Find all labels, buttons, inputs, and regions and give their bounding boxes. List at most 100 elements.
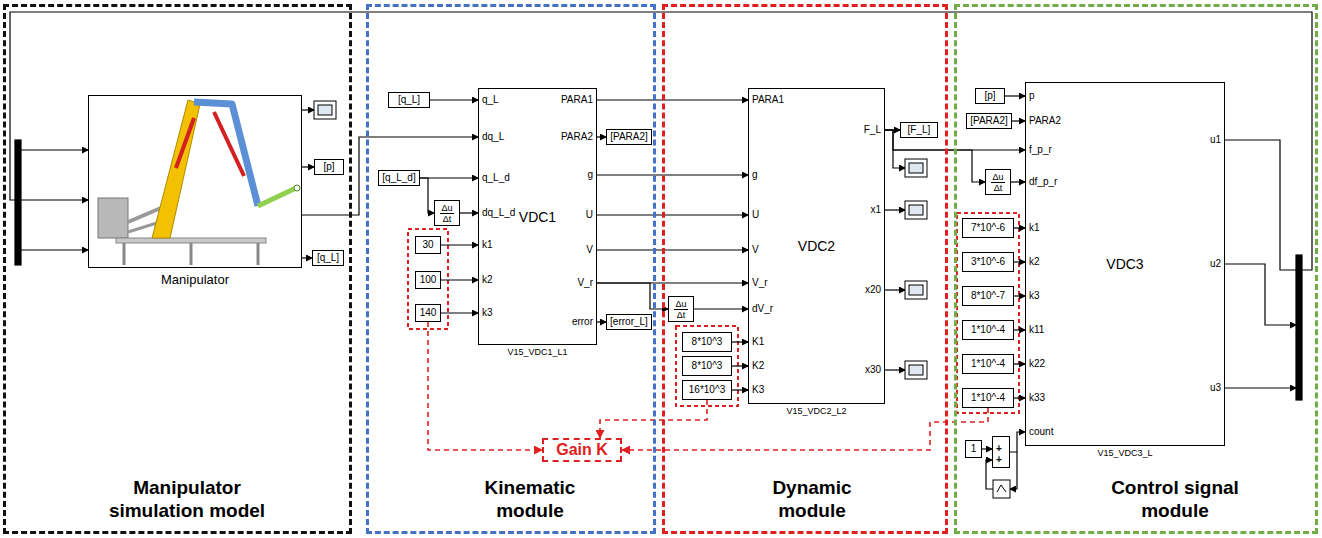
module-region: Control signal module [p] [PARA2] ΔuΔt 7*10^… xyxy=(954,4,1318,534)
signal-line xyxy=(460,212,478,213)
gain-value: 1*10^-4 xyxy=(971,358,1005,370)
goto-from-tag: [p] xyxy=(975,88,1005,104)
derivative-block: ΔuΔt xyxy=(985,169,1011,195)
port-name: x20 xyxy=(865,283,881,297)
port-name: k2 xyxy=(482,273,493,287)
port-name: dV_r xyxy=(752,302,773,316)
signal-line xyxy=(302,166,314,167)
signal-tag: [p] xyxy=(984,90,995,102)
signal-line xyxy=(694,308,748,309)
port-name: dq_L xyxy=(482,130,504,144)
signal-line xyxy=(597,174,748,175)
sum-sign: + xyxy=(996,454,1002,465)
derivative-symbol: Δu xyxy=(440,203,453,214)
matlab-function-block: pPARA2f_p_rdf_p_rk1k2k3k11k22k33countu1u… xyxy=(1025,82,1225,446)
port-name: k3 xyxy=(1029,289,1040,303)
module-title: Control signal module xyxy=(1107,477,1243,523)
port-name: K3 xyxy=(752,383,764,397)
derivative-block: ΔuΔt xyxy=(668,296,694,322)
constant-block: 7*10^-6 xyxy=(962,218,1014,238)
constant-block: 140 xyxy=(415,304,441,322)
gain-value: 140 xyxy=(420,307,437,319)
signal-line xyxy=(1014,227,1025,228)
port-name: u3 xyxy=(1210,381,1221,395)
signal-line xyxy=(302,257,312,258)
constant-block: 1*10^-4 xyxy=(962,388,1014,408)
goto-from-tag: [F_L] xyxy=(900,122,938,138)
constant-block: 1*10^-4 xyxy=(962,320,1014,340)
gain-value: 1*10^-4 xyxy=(971,324,1005,336)
signal-line xyxy=(597,249,748,250)
manipulator-illustration xyxy=(98,100,300,265)
constant-block: 8*10^3 xyxy=(682,356,732,376)
gain-value: 7*10^-6 xyxy=(971,222,1005,234)
goto-from-tag: [q_L_d] xyxy=(378,170,420,186)
goto-from-tag: [q_L] xyxy=(388,92,430,108)
function-name: VDC3 xyxy=(1026,255,1224,273)
port-name: F_L xyxy=(864,123,881,137)
gain-value: 30 xyxy=(422,239,433,251)
port-name: x1 xyxy=(870,203,881,217)
module-region: Manipulator simulation modelManipulator[… xyxy=(3,4,352,534)
port-name: f_p_r xyxy=(1029,143,1052,157)
gain-value: 100 xyxy=(420,274,437,286)
port-name: V xyxy=(586,243,593,257)
module-region: Kinematic module [q_L] [q_L_d] ΔuΔt 30 100 140… xyxy=(366,4,656,534)
module-title: Dynamic module xyxy=(760,477,864,523)
port-name: g xyxy=(752,168,758,182)
signal-tag: [error_L] xyxy=(610,316,648,328)
derivative-symbol: Δu xyxy=(991,172,1004,183)
signal-line xyxy=(420,177,478,178)
signal-line xyxy=(1005,95,1025,96)
sum-block: ++ xyxy=(992,436,1010,468)
matlab-function-block: q_Ldq_Lq_L_ddq_L_dk1k2k3PARA1PARA2gUVV_r… xyxy=(478,88,597,345)
module-region: Dynamic moduleΔuΔt8*10^38*10^316*10^3PAR… xyxy=(662,4,948,534)
signal-tag: [q_L] xyxy=(317,252,339,264)
signal-line xyxy=(1014,363,1025,364)
port-name: k22 xyxy=(1029,357,1045,371)
gain-value: 8*10^3 xyxy=(692,360,723,372)
function-name: VDC2 xyxy=(749,237,884,255)
signal-line xyxy=(982,448,992,449)
port-name: k11 xyxy=(1029,323,1044,337)
goto-from-tag: [PARA2] xyxy=(966,113,1012,129)
constant-block: 100 xyxy=(415,271,441,289)
manipulator-block: Manipulator xyxy=(88,95,302,268)
port-name: q_L_d xyxy=(482,171,510,185)
signal-line xyxy=(597,136,606,137)
port-name: U xyxy=(586,208,593,222)
port-name: g xyxy=(587,168,593,182)
port-name: q_L xyxy=(482,93,499,107)
goto-from-tag: [error_L] xyxy=(606,314,652,330)
port-name: x30 xyxy=(865,363,881,377)
signal-line xyxy=(1012,120,1025,121)
signal-line xyxy=(597,283,668,309)
goto-from-tag: [p] xyxy=(314,159,344,175)
signal-line xyxy=(732,341,748,342)
constant-block: 1 xyxy=(965,440,982,458)
derivative-symbol: Δu xyxy=(674,299,687,310)
signal-line xyxy=(302,137,478,215)
function-name: VDC1 xyxy=(479,208,596,226)
gain-title: Gain K xyxy=(556,441,608,459)
gain-value: 16*10^3 xyxy=(689,384,725,396)
port-name: V xyxy=(752,243,759,257)
port-name: V_r xyxy=(577,276,593,290)
goto-from-tag: [q_L] xyxy=(312,250,344,266)
port-name: PARA2 xyxy=(561,130,593,144)
port-name: PARA1 xyxy=(561,93,593,107)
signal-line xyxy=(597,321,606,322)
constant-block: 3*10^-6 xyxy=(962,252,1014,272)
port-name: PARA2 xyxy=(1029,114,1061,128)
derivative-symbol: Δt xyxy=(442,214,453,224)
signal-line xyxy=(441,312,478,313)
gain-value: 8*10^-7 xyxy=(971,290,1005,302)
port-name: k2 xyxy=(1029,255,1040,269)
gain-value: 1*10^-4 xyxy=(971,392,1005,404)
signal-line xyxy=(1014,397,1025,398)
signal-line xyxy=(597,214,748,215)
gain-value: 8*10^3 xyxy=(692,336,723,348)
module-title: Kinematic module xyxy=(474,477,586,523)
matlab-function-block: PARA1gUVV_rdV_rK1K2K3F_Lx1x20x30VDC2V15_… xyxy=(748,88,885,404)
port-name: k3 xyxy=(482,306,493,320)
